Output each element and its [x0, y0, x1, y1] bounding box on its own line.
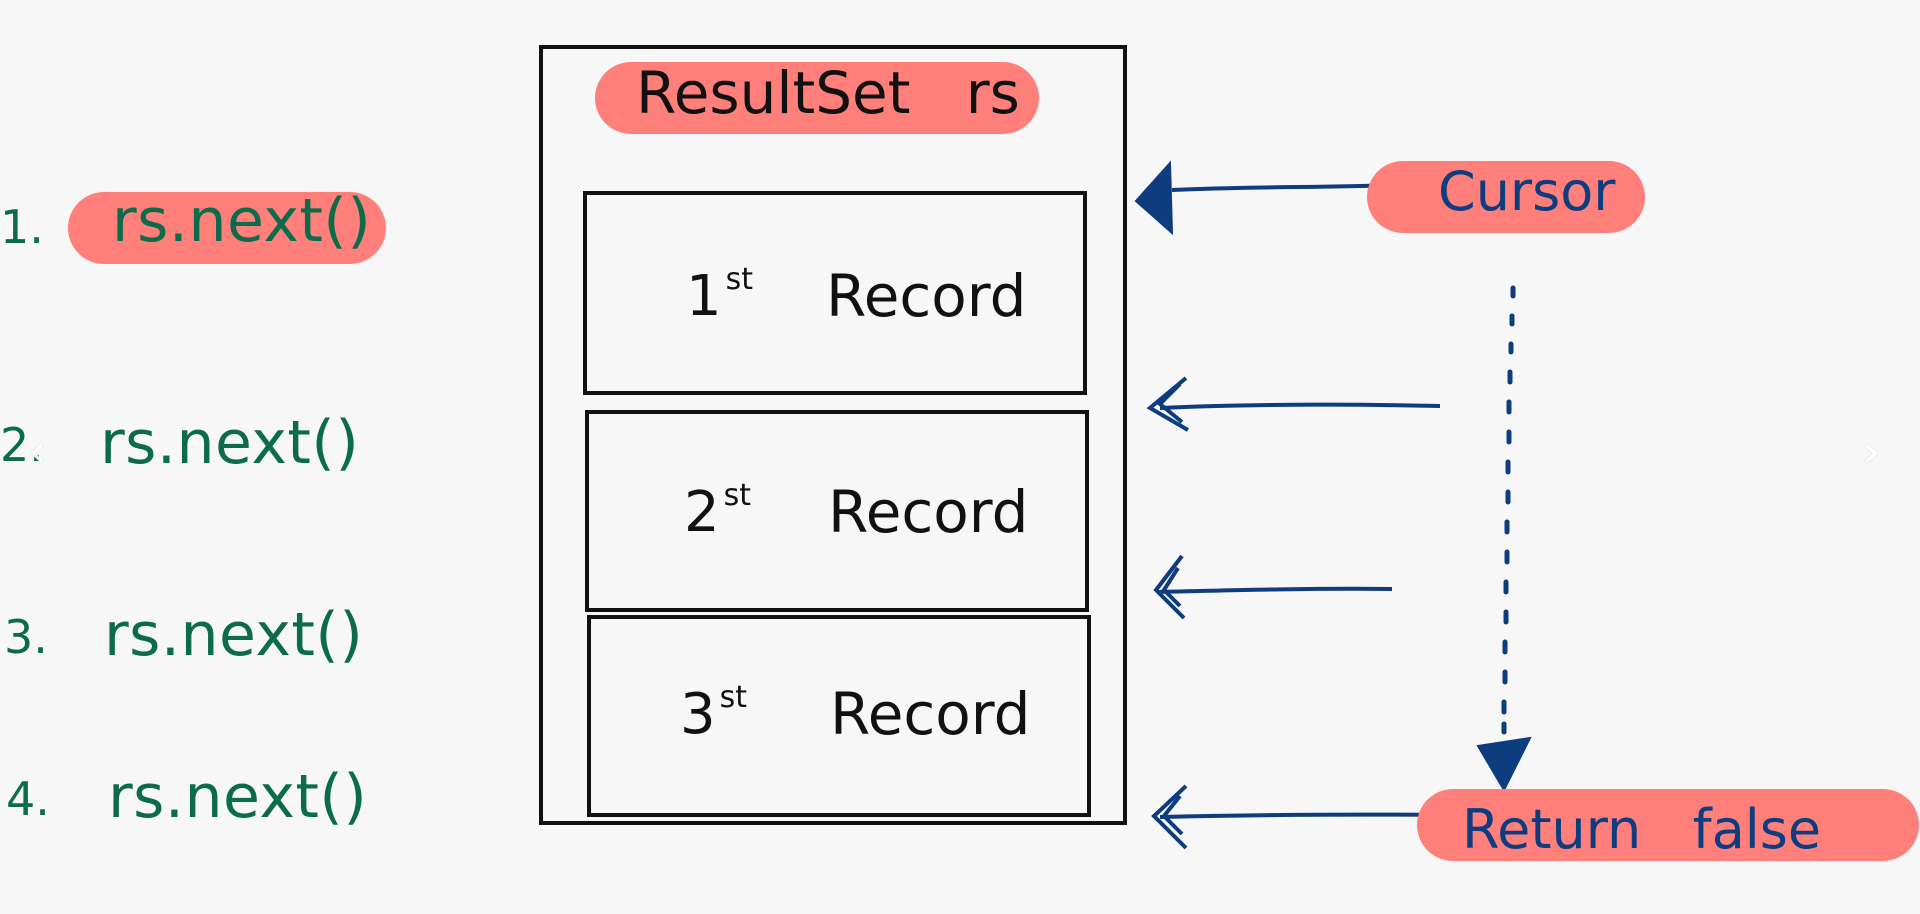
- resultset-box: [539, 45, 1127, 825]
- step-4-number: 4.: [6, 772, 50, 826]
- record-1-label: Record: [826, 262, 1027, 330]
- resultset-pill: [595, 62, 1039, 134]
- chevron-left-icon[interactable]: ‹: [28, 424, 47, 478]
- record-box-2: [585, 410, 1089, 612]
- pointer-arrow-2: [1146, 376, 1441, 432]
- step-1-number: 1.: [0, 200, 44, 254]
- pointer-arrow-4: [1151, 784, 1445, 850]
- record-box-3: [587, 615, 1091, 817]
- step-1-code: rs.next(): [112, 186, 372, 256]
- cursor-path-arrowhead: [1476, 736, 1532, 793]
- step-3-number: 3.: [4, 610, 48, 664]
- step-4-code: rs.next(): [108, 762, 368, 832]
- return-false-label: Return false: [1462, 798, 1822, 861]
- resultset-label: ResultSet rs: [636, 59, 1020, 127]
- record-2-label: Record: [828, 478, 1029, 546]
- step-2-code: rs.next(): [100, 408, 360, 478]
- chevron-right-icon[interactable]: ›: [1862, 424, 1881, 478]
- record-box-1: [583, 191, 1087, 395]
- step-1-highlight: [68, 192, 386, 264]
- return-false-pill: [1417, 789, 1919, 861]
- record-3-label: Record: [830, 680, 1031, 748]
- cursor-movement-path: [1501, 285, 1516, 735]
- cursor-pill: [1367, 161, 1645, 233]
- step-2-number: 2.: [0, 418, 44, 472]
- pointer-arrow-3: [1153, 554, 1393, 620]
- cursor-label: Cursor: [1438, 160, 1616, 223]
- step-3-code: rs.next(): [104, 600, 364, 670]
